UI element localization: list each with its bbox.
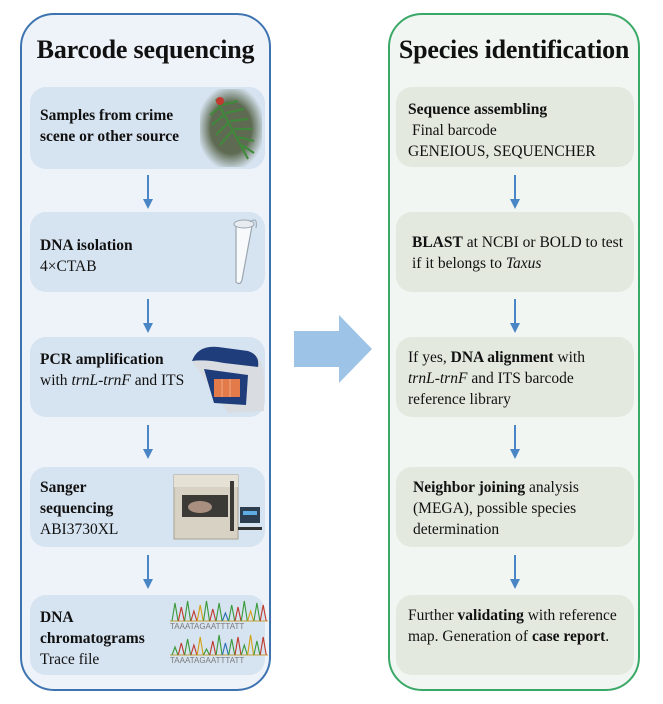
step-dna-isolation: DNA isolation 4×CTAB: [30, 212, 265, 292]
text: If yes,: [408, 349, 451, 366]
panel-title: Barcode sequencing: [36, 35, 255, 64]
sequence-label: TAAATAGAATTTATT: [170, 656, 244, 665]
sequence-label: TAAATAGAATTTATT: [170, 622, 244, 631]
text: with reference map. Generation of: [408, 607, 617, 645]
keyword: BLAST: [412, 234, 463, 251]
down-arrow-icon: [510, 425, 520, 459]
step-label: Sanger sequencing: [40, 479, 114, 517]
gene-name: trnL-trnF: [408, 370, 468, 387]
chromatogram-peak: [234, 636, 242, 656]
chromatogram-peak: [247, 634, 255, 656]
chromatogram-peak: [259, 636, 267, 656]
step-detail: 4×CTAB: [40, 258, 97, 275]
text: .: [605, 628, 610, 645]
chromatogram-peak: [184, 638, 192, 656]
step-detail: Trace file: [40, 651, 100, 668]
step-label: DNA isolation: [40, 237, 133, 254]
chromatogram-peak: [253, 602, 261, 622]
chromatogram-peak: [209, 608, 217, 622]
keyword: case report: [531, 628, 606, 645]
right-flow-arrow-icon: [294, 315, 372, 383]
step-label: DNA chromatograms: [40, 609, 145, 647]
chromatogram-peak: [171, 645, 179, 656]
keyword: DNA alignment: [450, 349, 554, 366]
chromatogram-trace: [170, 600, 268, 622]
step-detail: GENEIOUS, SEQUENCHER: [408, 143, 596, 160]
down-arrow-icon: [510, 299, 520, 333]
chromatogram-peak: [177, 606, 185, 622]
chromatogram-peak: [215, 602, 223, 622]
chromatogram-peak: [247, 609, 255, 622]
down-arrow-icon: [143, 299, 153, 333]
chromatogram-peak: [190, 643, 198, 656]
step-blast: BLAST at NCBI or BOLD to test if it belo…: [396, 212, 634, 292]
text: Further: [408, 607, 458, 624]
chromatogram-peak: [221, 642, 229, 656]
down-arrow-icon: [510, 555, 520, 589]
step-label: PCR amplification: [40, 351, 164, 368]
step-detail: ABI3730XL: [40, 521, 119, 538]
microcentrifuge-tube-icon: [233, 219, 257, 285]
step-detail: Final barcode: [412, 122, 497, 139]
text: with: [40, 372, 72, 389]
panel-title: Species identification: [398, 35, 630, 64]
chromatogram-peak: [209, 640, 217, 656]
step-detail: with trnL-trnF and ITS: [40, 370, 190, 391]
chromatogram-peak: [240, 643, 248, 656]
step-sanger-sequencing: Sanger sequencing ABI3730XL: [30, 467, 265, 547]
chromatogram-peak: [202, 600, 211, 622]
chromatogram-peak: [190, 609, 198, 622]
text: analysis (MEGA), possible species determ…: [413, 479, 579, 538]
step-neighbor-joining: Neighbor joining analysis (MEGA), possib…: [396, 467, 634, 547]
pcr-thermal-cycler-icon: [192, 346, 264, 413]
chromatogram-peak: [259, 604, 267, 622]
chromatogram-peak: [215, 634, 223, 656]
chromatogram-peak: [253, 640, 261, 656]
species-identification-panel: Species identification Sequence assembli…: [388, 13, 640, 691]
text: with: [553, 349, 585, 366]
chromatogram-peak: [221, 611, 229, 622]
step-dna-alignment: If yes, DNA alignment with trnL-trnF and …: [396, 337, 634, 417]
chromatogram-peak: [234, 606, 242, 622]
step-label: Samples from crime scene or other source: [40, 107, 180, 145]
step-label: Sequence assembling: [408, 101, 548, 118]
text: and ITS barcode reference library: [408, 370, 574, 408]
gene-name: trnL-trnF: [71, 372, 131, 389]
yew-branch-photo-icon: [200, 89, 262, 167]
chromatogram-peak: [203, 647, 210, 656]
dna-sequencer-machine-icon: [173, 474, 262, 540]
chromatogram-peak: [177, 642, 185, 656]
barcode-sequencing-panel: Barcode sequencing Samples from crime sc…: [20, 13, 271, 691]
down-arrow-icon: [510, 175, 520, 209]
genus-name: Taxus: [505, 255, 542, 272]
chromatogram-peak: [196, 636, 204, 656]
step-dna-chromatograms: DNA chromatograms Trace file TAAATAGAATT…: [30, 595, 268, 675]
chromatogram-peak: [228, 604, 236, 622]
keyword: Neighbor joining: [413, 479, 526, 496]
step-samples: Samples from crime scene or other source: [30, 87, 265, 169]
down-arrow-icon: [143, 425, 153, 459]
text: at NCBI or BOLD to test if it belongs to: [412, 234, 623, 272]
chromatogram-trace: [170, 634, 268, 656]
step-validating: Further validating with reference map. G…: [396, 595, 634, 675]
chromatogram-peak: [184, 600, 192, 622]
step-pcr-amplification: PCR amplification with trnL-trnF and ITS: [30, 337, 265, 417]
down-arrow-icon: [143, 555, 153, 589]
keyword: validating: [457, 607, 524, 624]
chromatogram-traces-icon: TAAATAGAATTTATT TAAATAGAATTTATT: [170, 600, 268, 665]
down-arrow-icon: [143, 175, 153, 209]
chromatogram-peak: [240, 600, 248, 622]
chromatogram-peak: [171, 602, 179, 622]
text: and ITS: [130, 372, 185, 389]
chromatogram-peak: [228, 638, 236, 656]
chromatogram-peak: [196, 604, 204, 622]
step-sequence-assembling: Sequence assembling Final barcode GENEIO…: [396, 87, 634, 167]
